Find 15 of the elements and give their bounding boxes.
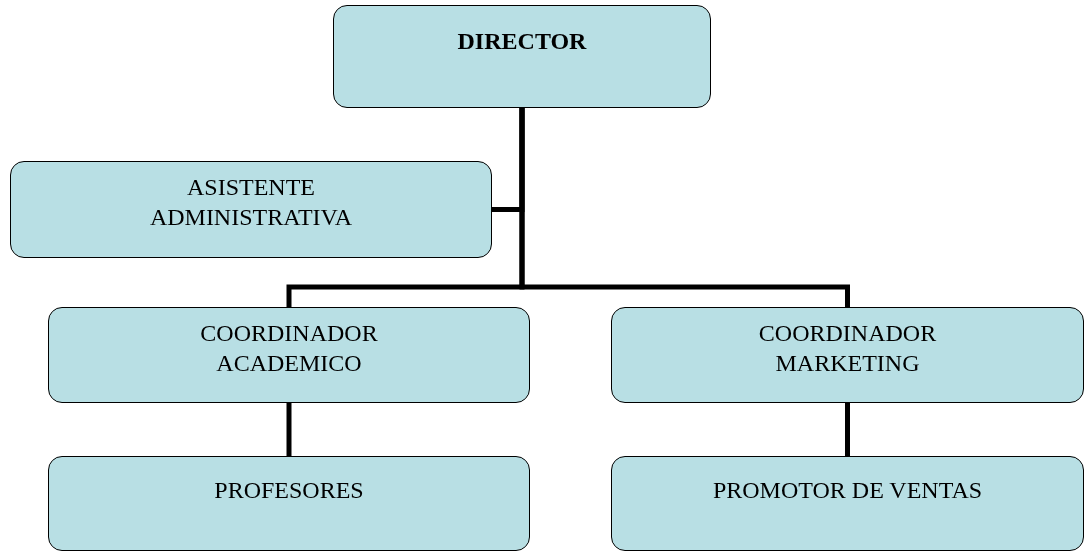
role-title: COORDINADOR MARKETING — [757, 319, 938, 378]
role-title: COORDINADOR ACADEMICO — [199, 319, 379, 378]
role-title: DIRECTOR — [457, 27, 587, 56]
org-box — [48, 307, 530, 403]
connector-line — [519, 108, 850, 307]
org-box — [611, 456, 1084, 551]
connector-line — [286, 403, 292, 456]
role-title: PROFESORES — [214, 476, 364, 505]
role-title: PROMOTOR DE VENTAS — [712, 476, 983, 505]
org-box — [333, 5, 711, 108]
org-box — [611, 307, 1084, 403]
org-box — [10, 161, 492, 258]
connector-line — [845, 403, 850, 456]
role-title: ASISTENTE ADMINISTRATIVA — [148, 173, 354, 232]
org-box — [48, 456, 530, 551]
